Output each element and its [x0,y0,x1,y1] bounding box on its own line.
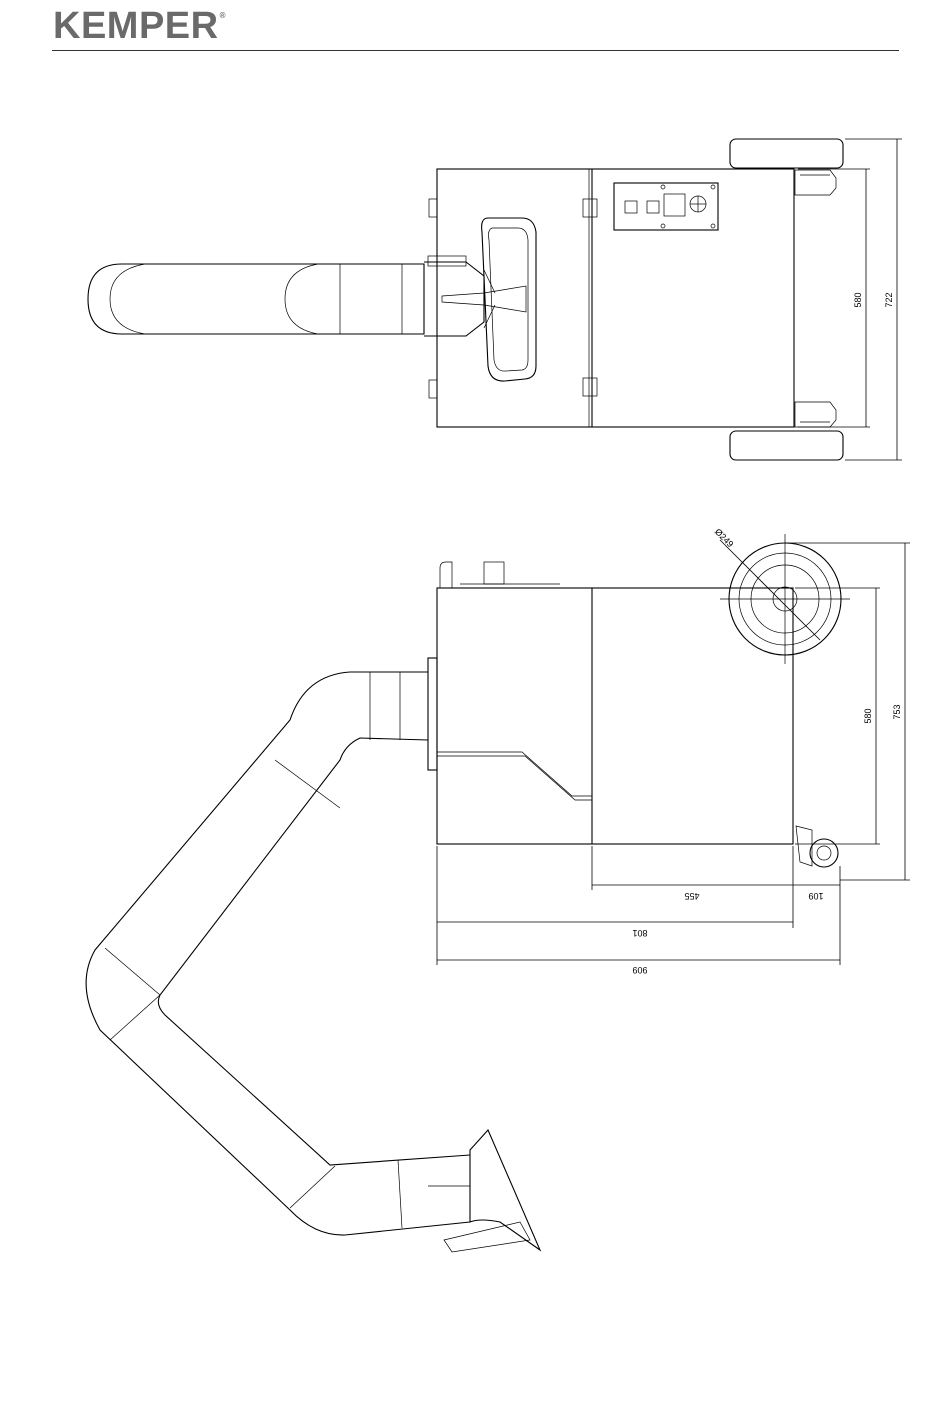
side-hose-inner [158,738,470,1165]
hinge-bottom [583,378,597,396]
side-body-outline [437,588,793,844]
top-body-outline [437,169,794,427]
display-icon [664,194,685,216]
switch-icon [625,201,637,213]
dim-body-depth: 801 [632,928,647,938]
top-hose-connector [424,262,484,336]
dim-overall-depth: 909 [632,965,647,975]
top-wheel-upper [730,139,843,168]
dim-overall-height: 753 [892,704,902,719]
dim-body-rear-depth: 455 [684,891,699,901]
dim-overall-width: 722 [884,292,894,307]
dim-body-height: 580 [863,708,873,723]
hinge-top [583,199,597,217]
top-hose [88,264,424,334]
side-view: 580 753 Ø249 455 109 801 909 [86,527,910,1252]
control-panel [614,183,718,230]
top-view: 580 722 [88,139,902,460]
dim-inner-width: 580 [853,292,863,307]
dim-wheel-diameter: Ø249 [713,527,736,550]
dim-castor-offset: 109 [808,891,823,901]
side-hose-outer [86,672,470,1235]
indicator-icon [647,201,659,213]
side-castor [810,839,838,867]
side-hood [470,1130,540,1250]
top-wheel-lower [730,431,843,460]
